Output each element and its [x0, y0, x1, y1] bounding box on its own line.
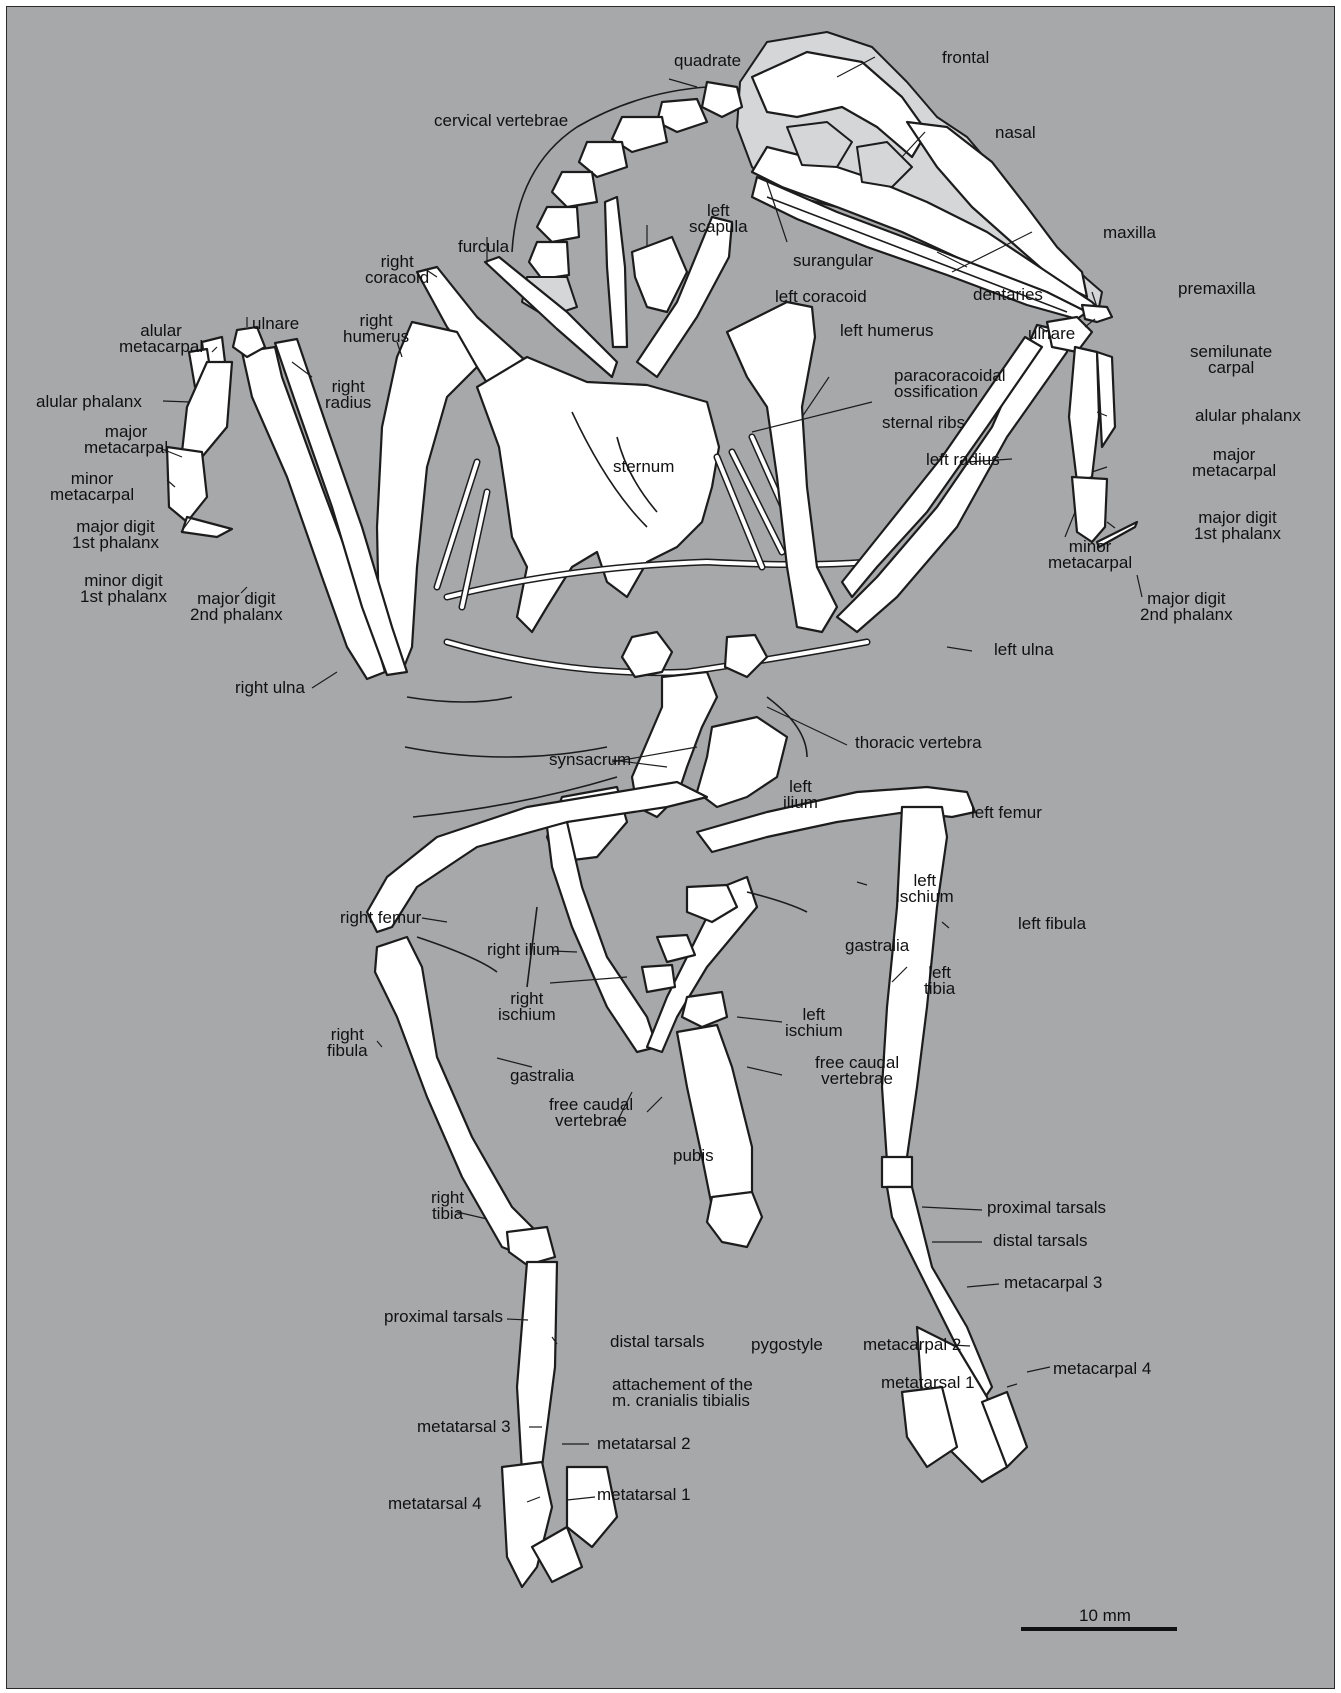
- skull: [737, 32, 1112, 322]
- label-left-ischium-upper: left ischium: [896, 873, 954, 905]
- furcula-left-arm: [605, 197, 627, 347]
- label-major-digit-2nd-phalanx-left: major digit 2nd phalanx: [1140, 591, 1233, 623]
- label-right-humerus: right humerus: [343, 313, 409, 345]
- label-right-ulna: right ulna: [235, 680, 305, 696]
- label-paracoracoidal-ossification: paracoracoidal ossification: [894, 368, 1006, 400]
- label-sternal-ribs: sternal ribs: [882, 415, 965, 431]
- left-major-metacarpal: [1069, 347, 1099, 482]
- label-distal-tarsals-right: distal tarsals: [610, 1334, 704, 1350]
- label-surangular: surangular: [793, 253, 873, 269]
- label-cervical-vertebrae: cervical vertebrae: [434, 113, 568, 129]
- scale-bar-label: 10 mm: [1079, 1608, 1131, 1624]
- sternum: [477, 357, 719, 632]
- label-right-femur: right femur: [340, 910, 421, 926]
- right-major-metacarpal: [182, 362, 232, 457]
- label-alular-phalanx-left: alular phalanx: [1195, 408, 1301, 424]
- label-metatarsal-1-right: metatarsal 1: [597, 1487, 691, 1503]
- label-thoracic-vertebra: thoracic vertebra: [855, 735, 982, 751]
- right-ischium: [547, 822, 657, 1052]
- label-free-caudal-vertebrae-left: free caudal vertebrae: [815, 1055, 899, 1087]
- right-leg: [367, 782, 707, 1587]
- label-left-radius: left radius: [926, 452, 1000, 468]
- label-left-ulna: left ulna: [994, 642, 1054, 658]
- label-left-coracoid: left coracoid: [775, 289, 867, 305]
- label-right-fibula: right fibula: [327, 1027, 368, 1059]
- label-proximal-tarsals-left: proximal tarsals: [987, 1200, 1106, 1216]
- label-right-ilium: right ilium: [487, 942, 560, 958]
- label-right-tibia: right tibia: [431, 1190, 464, 1222]
- label-metacarpal-3: metacarpal 3: [1004, 1275, 1102, 1291]
- label-left-femur: left femur: [971, 805, 1042, 821]
- label-metatarsal-2: metatarsal 2: [597, 1436, 691, 1452]
- label-furcula: furcula: [458, 239, 509, 255]
- label-nasal: nasal: [995, 125, 1036, 141]
- label-metatarsal-1-left: metatarsal 1: [881, 1375, 975, 1391]
- label-major-digit-1st-phalanx-right: major digit 1st phalanx: [72, 519, 159, 551]
- figure-panel: quadrate frontal cervical vertebrae nasa…: [6, 6, 1335, 1689]
- label-premaxilla: premaxilla: [1178, 281, 1255, 297]
- label-maxilla: maxilla: [1103, 225, 1156, 241]
- label-major-digit-2nd-phalanx-right: major digit 2nd phalanx: [190, 591, 283, 623]
- label-frontal: frontal: [942, 50, 989, 66]
- label-metacarpal-2: metacarpal 2: [863, 1337, 961, 1353]
- label-quadrate: quadrate: [674, 53, 741, 69]
- label-gastralia-right-side: gastralia: [845, 938, 909, 954]
- label-free-caudal-vertebrae-right: free caudal vertebrae: [549, 1097, 633, 1129]
- label-dentaries: dentaries: [973, 287, 1043, 303]
- label-right-radius: right radius: [325, 379, 371, 411]
- right-humerus: [377, 322, 477, 672]
- label-synsacrum: synsacrum: [549, 752, 631, 768]
- label-semilunate-carpal: semilunate carpal: [1190, 344, 1272, 376]
- label-distal-tarsals-left: distal tarsals: [993, 1233, 1087, 1249]
- label-minor-digit-1st-phalanx: minor digit 1st phalanx: [80, 573, 167, 605]
- label-minor-metacarpal-left: minor metacarpal: [1048, 539, 1132, 571]
- label-minor-metacarpal-right: minor metacarpal: [50, 471, 134, 503]
- right-metatarsus: [517, 1262, 557, 1472]
- label-alular-metacarpal-right: alular metacarpal: [119, 323, 203, 355]
- label-major-metacarpal-right: major metacarpal: [84, 424, 168, 456]
- label-ulnare-left: ulnare: [1028, 326, 1075, 342]
- label-major-metacarpal-left: major metacarpal: [1192, 447, 1276, 479]
- left-humerus: [727, 302, 837, 632]
- label-gastralia-left-side: gastralia: [510, 1068, 574, 1084]
- label-right-ischium: right ischium: [498, 991, 556, 1023]
- label-left-tibia: left tibia: [924, 965, 955, 997]
- label-proximal-tarsals-right: proximal tarsals: [384, 1309, 503, 1325]
- right-wing: [167, 322, 477, 679]
- label-pygostyle: pygostyle: [751, 1337, 823, 1353]
- label-metatarsal-4: metatarsal 4: [388, 1496, 482, 1512]
- label-left-ilium: left ilium: [783, 779, 818, 811]
- left-ilium: [697, 717, 787, 807]
- label-right-coracoid: right coracoid: [365, 254, 429, 286]
- label-metacarpal-4: metacarpal 4: [1053, 1361, 1151, 1377]
- label-ulnare-right: ulnare: [252, 316, 299, 332]
- label-major-digit-1st-phalanx-left: major digit 1st phalanx: [1194, 510, 1281, 542]
- label-sternum: sternum: [613, 459, 674, 475]
- label-metatarsal-3: metatarsal 3: [417, 1419, 511, 1435]
- label-attachement: attachement of the m. cranialis tibialis: [612, 1377, 753, 1409]
- label-pubis: pubis: [673, 1148, 714, 1164]
- label-alular-phalanx-right: alular phalanx: [36, 394, 142, 410]
- label-left-fibula: left fibula: [1018, 916, 1086, 932]
- label-left-ischium-lower: left ischium: [785, 1007, 843, 1039]
- label-left-humerus: left humerus: [840, 323, 934, 339]
- label-left-scapula: left scapula: [689, 203, 748, 235]
